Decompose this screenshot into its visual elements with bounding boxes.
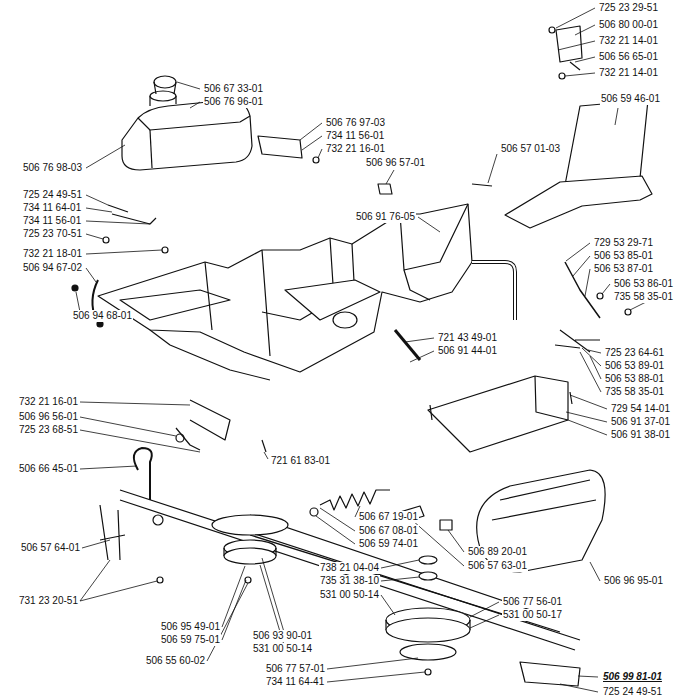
- part-number: 721 61 83-01: [270, 455, 331, 467]
- part-number: 506 53 88-01: [604, 373, 665, 385]
- part-number: 725 23 70-51: [22, 228, 83, 240]
- part-number: 729 53 29-71: [593, 237, 654, 249]
- part-number: 506 53 87-01: [593, 263, 654, 275]
- part-number: 506 91 37-01: [610, 416, 671, 428]
- part-number: 506 93 90-01: [252, 630, 313, 642]
- part-number: 506 53 86-01: [613, 278, 674, 290]
- part-number: 732 21 14-01: [598, 67, 659, 79]
- part-number: 506 77 56-01: [502, 596, 563, 608]
- part-number: 506 57 63-01: [467, 560, 528, 572]
- part-number: 738 21 04-04: [319, 562, 380, 574]
- part-number: 732 21 16-01: [18, 396, 79, 408]
- part-number: 506 80 00-01: [598, 19, 659, 31]
- part-number: 506 56 65-01: [598, 51, 659, 63]
- part-number: 506 76 98-03: [22, 162, 83, 174]
- part-number: 506 67 19-01: [358, 511, 419, 523]
- part-number: 506 67 08-01: [358, 525, 419, 537]
- part-number: 506 94 68-01: [72, 310, 133, 322]
- part-number: 506 59 75-01: [160, 634, 221, 646]
- part-number: 721 43 49-01: [437, 332, 498, 344]
- part-number: 531 00 50-17: [502, 609, 563, 621]
- part-number: 734 11 56-01: [22, 215, 82, 227]
- part-number: 732 21 18-01: [22, 248, 83, 260]
- part-number: 531 00 50-14: [319, 589, 380, 601]
- part-number: 506 67 33-01: [203, 83, 264, 95]
- part-number: 506 53 85-01: [593, 250, 654, 262]
- part-number: 506 76 97-03: [325, 117, 386, 129]
- part-number: 506 99 81-01: [602, 671, 663, 683]
- part-number: 735 31 38-10: [319, 575, 380, 587]
- part-number: 725 23 64-61: [604, 347, 665, 359]
- part-number: 506 91 76-05: [355, 211, 416, 223]
- part-number: 506 77 57-01: [265, 663, 326, 675]
- part-number: 735 58 35-01: [613, 291, 674, 303]
- part-number: 732 21 16-01: [325, 143, 386, 155]
- part-number: 506 96 95-01: [603, 575, 664, 587]
- part-number: 506 95 49-01: [160, 621, 221, 633]
- part-number: 506 94 67-02: [22, 262, 83, 274]
- part-number: 506 76 96-01: [203, 96, 264, 108]
- part-number: 506 57 64-01: [20, 542, 81, 554]
- part-number: 506 96 57-01: [365, 157, 426, 169]
- part-number: 734 11 56-01: [325, 130, 385, 142]
- part-number: 506 96 56-01: [18, 411, 79, 423]
- part-number: 506 89 20-01: [467, 546, 528, 558]
- part-number: 734 11 64-41: [265, 676, 325, 688]
- part-number: 506 53 89-01: [604, 360, 665, 372]
- part-number: 725 23 29-51: [598, 2, 659, 14]
- part-number: 506 66 45-01: [18, 463, 79, 475]
- part-number: 531 00 50-14: [252, 643, 313, 655]
- part-number: 734 11 64-01: [22, 202, 82, 214]
- part-number: 729 54 14-01: [610, 403, 671, 415]
- part-number: 725 24 49-51: [602, 686, 663, 698]
- part-number: 506 91 38-01: [610, 429, 671, 441]
- part-number: 725 23 68-51: [18, 424, 79, 436]
- part-number: 506 57 01-03: [500, 143, 561, 155]
- part-number: 735 58 35-01: [604, 386, 665, 398]
- part-number: 506 59 74-01: [358, 538, 419, 550]
- part-number: 506 59 46-01: [600, 93, 661, 105]
- part-number: 506 91 44-01: [437, 345, 498, 357]
- part-number: 725 24 49-51: [22, 189, 83, 201]
- part-number: 732 21 14-01: [598, 35, 659, 47]
- part-number: 506 55 60-02: [145, 655, 206, 667]
- part-number: 731 23 20-51: [18, 595, 79, 607]
